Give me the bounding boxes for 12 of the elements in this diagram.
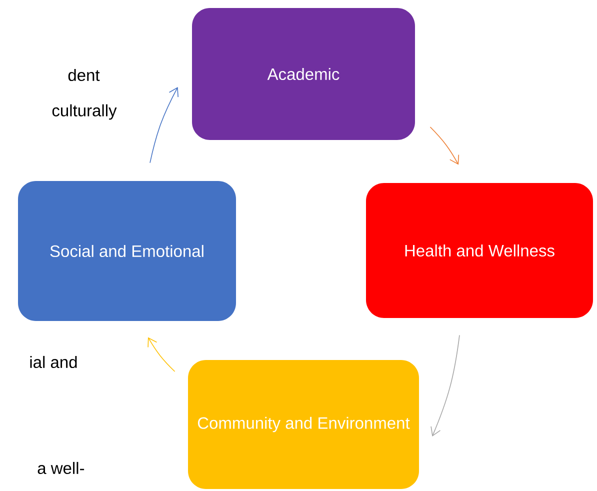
text-fragment: dent (68, 68, 100, 82)
arrow (148, 337, 176, 372)
process-box: Health and Wellness (366, 183, 593, 318)
arrow (150, 87, 178, 164)
process-box: Social and Emotional (18, 181, 236, 321)
text-fragment: a well- (38, 462, 84, 474)
arrow (430, 126, 460, 165)
process-box: Community and Environment (188, 360, 419, 489)
process-box: Academic (192, 8, 415, 140)
text-fragment: culturally (52, 104, 117, 120)
arrow (430, 334, 460, 436)
text-fragment: ial and (30, 356, 77, 368)
